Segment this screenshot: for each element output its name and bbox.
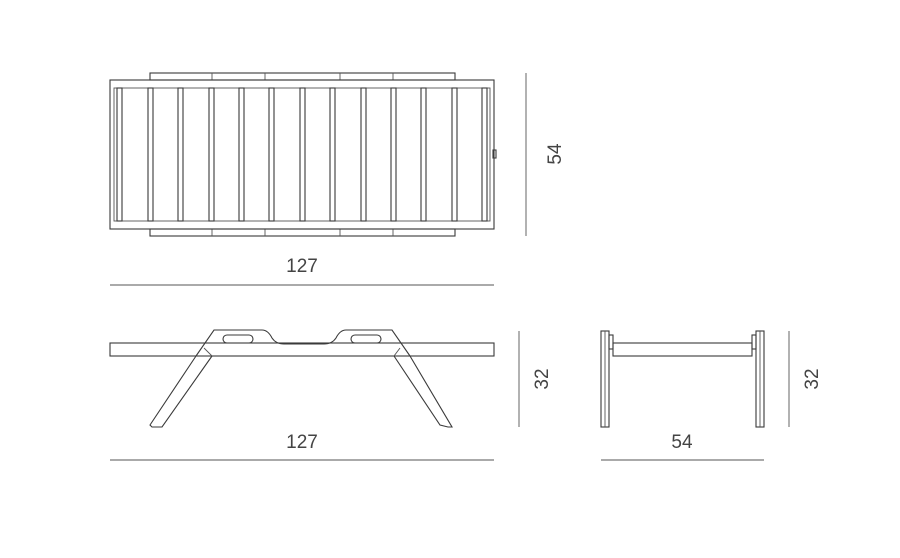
top-view-frame bbox=[109, 79, 495, 230]
top-view-upper-tab bbox=[149, 72, 456, 81]
slat bbox=[208, 87, 215, 222]
front-view-width-label: 127 bbox=[286, 432, 318, 453]
front-view-height-label: 32 bbox=[532, 368, 553, 389]
top-view: 127 54 bbox=[109, 72, 566, 286]
slat bbox=[329, 87, 336, 222]
slat bbox=[451, 87, 458, 222]
front-view-right-handle bbox=[350, 334, 382, 344]
slat bbox=[299, 87, 306, 222]
top-view-lower-tab bbox=[149, 228, 456, 237]
side-view-board bbox=[612, 342, 753, 357]
front-view-left-leg bbox=[149, 355, 213, 428]
front-view-right-leg bbox=[393, 355, 453, 428]
slat bbox=[390, 87, 397, 222]
top-view-inner-frame bbox=[113, 87, 491, 222]
top-view-slats bbox=[147, 87, 458, 222]
top-view-right-rail bbox=[481, 87, 488, 222]
side-view-height-label: 32 bbox=[802, 368, 823, 389]
slat bbox=[177, 87, 184, 222]
side-view: 54 32 bbox=[600, 330, 823, 461]
slat bbox=[360, 87, 367, 222]
slat bbox=[268, 87, 275, 222]
top-view-width-label: 127 bbox=[286, 256, 318, 277]
top-view-left-rail bbox=[116, 87, 123, 222]
front-view: 127 32 bbox=[109, 329, 553, 461]
front-view-frame bbox=[194, 329, 412, 357]
front-view-top-board bbox=[109, 342, 495, 357]
top-view-depth-label: 54 bbox=[545, 143, 566, 165]
front-view-left-handle bbox=[222, 334, 254, 344]
side-view-depth-label: 54 bbox=[671, 432, 693, 453]
slat bbox=[238, 87, 245, 222]
slat bbox=[147, 87, 154, 222]
slat bbox=[420, 87, 427, 222]
